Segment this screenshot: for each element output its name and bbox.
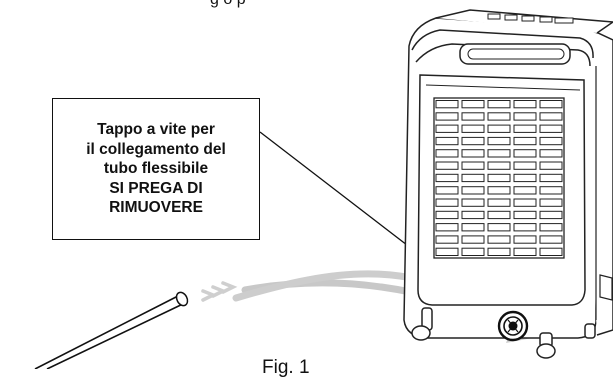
grille-slot [539,186,563,195]
air-grille [433,97,565,259]
grille-slot [435,100,459,109]
grille-slot [461,149,485,158]
grille-slot [461,136,485,146]
motion-chevrons [201,281,238,302]
grille-slot [539,124,563,133]
callout-line: SI PREGA DI [109,179,203,197]
grille-slot [539,210,563,220]
grille-slot [513,161,537,170]
grille-slot [513,149,537,158]
grille-slot [435,210,459,220]
callout-line: tubo flessibile [103,160,209,178]
figure: g o p [34,0,613,378]
grille-slot [435,149,459,158]
grille-slot [435,173,459,183]
grille-slot [539,161,563,170]
grille-slot [487,124,511,133]
grille-slot [461,100,485,109]
grille-slot [461,173,485,183]
grille-slot [539,149,563,158]
illustration [34,9,613,369]
grille-slot [487,198,511,207]
grille-slot [539,173,563,183]
grille-slot [513,186,537,195]
grille-slot [435,161,459,170]
grille-slot [461,210,485,220]
grille-slot [513,100,537,109]
grille-slot [539,223,563,232]
grille-slot [513,198,537,207]
callout-line: Tappo a vite per [97,121,215,139]
drain-hose [34,291,189,369]
callout-line: il collegamento del [86,140,226,158]
figure-caption: Fig. 1 [262,357,310,378]
cropped-header-text: g o p [210,0,246,9]
grille-slot [435,136,459,146]
grille-slot [539,136,563,146]
grille-slot [487,136,511,146]
grille-slot [461,124,485,133]
grille-slot [487,173,511,183]
grille-slot [461,235,485,244]
screw-cap [497,310,529,342]
grille-slot [539,247,563,256]
grille-slot [435,112,459,121]
callout-line: RIMUOVERE [109,199,203,217]
grille-slot [513,173,537,183]
callout-box: Tappo a vite per il collegamento del tub… [52,98,260,240]
grille-slot [539,235,563,244]
grille-slot [487,210,511,220]
grille-slot [435,247,459,256]
grille-slot [513,235,537,244]
grille-slot [513,210,537,220]
grille-slot [513,112,537,121]
grille-slot [539,198,563,207]
grille-slot [461,198,485,207]
grille-slot [461,223,485,232]
grille-slot [513,247,537,256]
grille-slot [487,235,511,244]
grille-slot [435,235,459,244]
grille-slot [513,223,537,232]
grille-slot [461,247,485,256]
grille-slot [487,186,511,195]
grille-slot [435,198,459,207]
grille-slot [513,124,537,133]
grille-slot [487,161,511,170]
grille-slot [539,100,563,109]
grille-slot [435,223,459,232]
grille-slot [487,223,511,232]
grille-slot [435,186,459,195]
grille-slot [487,149,511,158]
grille-slot [487,100,511,109]
grille-slot [487,247,511,256]
grille-slot [461,161,485,170]
grille-slot [487,112,511,121]
grille-slot [539,112,563,121]
grille-slot [461,112,485,121]
grille-slot [435,124,459,133]
grille-slot [513,136,537,146]
grille-slot [461,186,485,195]
